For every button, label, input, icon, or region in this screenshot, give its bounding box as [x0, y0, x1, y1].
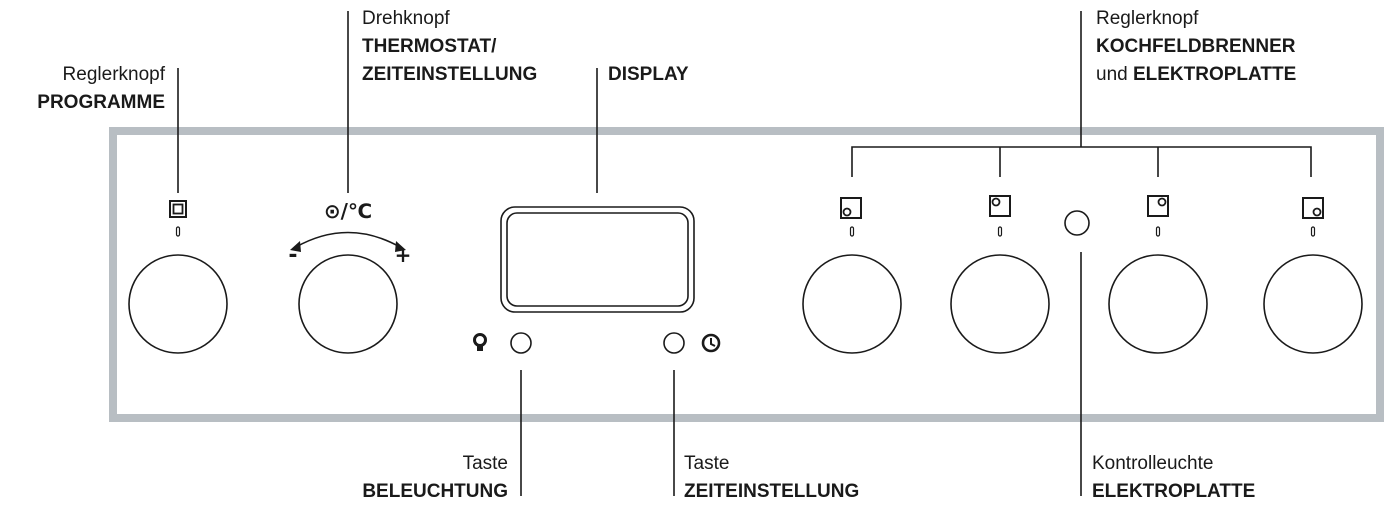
leader-burners-bracket	[851, 146, 1312, 177]
label-timer-line2: ZEITEINSTELLUNG	[684, 481, 859, 502]
label-burners-line3b: ELEKTROPLATTE	[1133, 64, 1296, 85]
thermostat-minus: -	[288, 243, 297, 268]
thermostat-plus: +	[395, 243, 412, 267]
thermostat-arrow-right-head	[395, 241, 406, 252]
hob-rear-left-icon	[989, 195, 1011, 217]
label-thermostat-line1: Drehknopf	[362, 8, 450, 29]
label-programme-line2: PROGRAMME	[37, 92, 165, 113]
control-panel-frame	[109, 127, 1384, 422]
thermostat-symbol: ⊙/℃	[324, 199, 372, 223]
timer-button[interactable]	[663, 332, 685, 354]
burner-3-knob-mark	[1155, 226, 1161, 237]
burner-4-knob-mark	[1310, 226, 1316, 237]
thermostat-arrow-left-head	[290, 241, 301, 252]
label-lighting-line2: BELEUCHTUNG	[362, 481, 508, 502]
programme-knob-mark	[175, 226, 181, 237]
label-burners-line3: und ELEKTROPLATTE	[1096, 64, 1296, 85]
hob-front-left-icon	[840, 197, 862, 219]
label-thermostat-line2: THERMOSTAT/	[362, 36, 497, 57]
indicator-light	[1064, 210, 1090, 236]
burner-2-knob[interactable]	[950, 254, 1050, 354]
display-outer	[500, 206, 695, 313]
label-burners-line3a: und	[1096, 64, 1133, 85]
label-indicator-line2: ELEKTROPLATTE	[1092, 481, 1255, 502]
label-thermostat-line3: ZEITEINSTELLUNG	[362, 64, 537, 85]
burner-4-knob[interactable]	[1263, 254, 1363, 354]
thermostat-knob[interactable]	[298, 254, 398, 354]
clock-icon	[701, 333, 721, 353]
lighting-button[interactable]	[510, 332, 532, 354]
burner-1-knob-mark	[849, 226, 855, 237]
label-timer-line1: Taste	[684, 453, 729, 474]
label-display: DISPLAY	[608, 64, 689, 85]
label-burners-line1: Reglerknopf	[1096, 8, 1199, 29]
burner-2-knob-mark	[997, 226, 1003, 237]
programme-knob[interactable]	[128, 254, 228, 354]
display-screen	[506, 212, 689, 307]
programme-icon	[169, 200, 187, 218]
label-indicator-line1: Kontrolleuchte	[1092, 453, 1213, 474]
burner-1-knob[interactable]	[802, 254, 902, 354]
burner-3-knob[interactable]	[1108, 254, 1208, 354]
label-lighting-line1: Taste	[463, 453, 508, 474]
hob-rear-right-icon	[1147, 195, 1169, 217]
label-burners-line2: KOCHFELDBRENNER	[1096, 36, 1296, 57]
lightbulb-icon	[473, 333, 487, 351]
thermostat-arc-arrow	[295, 231, 401, 248]
label-programme-line1: Reglerknopf	[63, 64, 166, 85]
hob-front-right-icon	[1302, 197, 1324, 219]
